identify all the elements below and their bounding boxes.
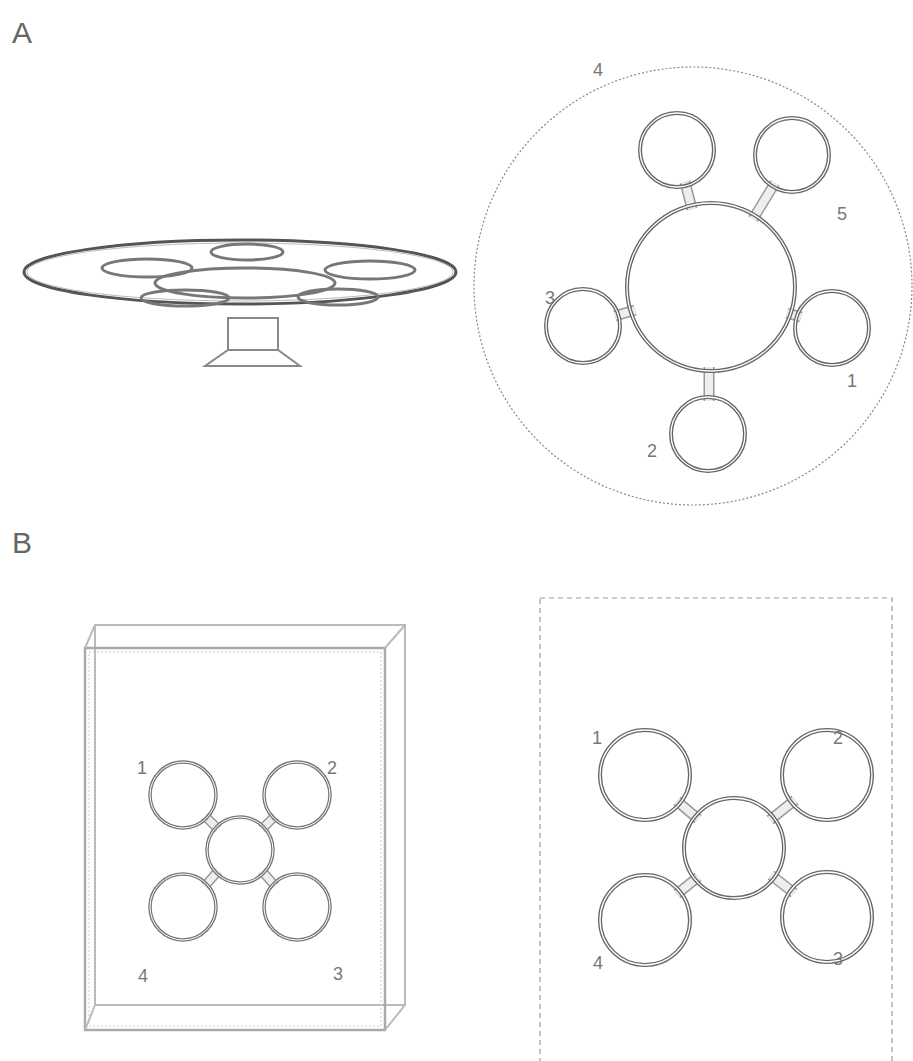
callout-number: 3 <box>545 289 555 307</box>
callout-number: 3 <box>833 950 843 968</box>
callout-number: 2 <box>647 442 657 460</box>
callout-number: 3 <box>333 965 343 983</box>
callout-number: 2 <box>327 759 337 777</box>
callout-number: 1 <box>137 759 147 777</box>
chamber-top-view <box>540 598 892 1061</box>
callout-number: 1 <box>592 729 602 747</box>
dish-perspective <box>24 240 456 366</box>
callout-number: 4 <box>593 954 603 972</box>
panel-letter: A <box>12 18 32 48</box>
callout-number: 5 <box>837 205 847 223</box>
chamber-perspective <box>85 625 405 1030</box>
callout-number: 4 <box>138 967 148 985</box>
callout-number: 4 <box>593 61 603 79</box>
dish-top-view <box>474 67 912 505</box>
callout-number: 1 <box>847 372 857 390</box>
callout-number: 2 <box>833 729 843 747</box>
panel-letter: B <box>12 528 32 558</box>
